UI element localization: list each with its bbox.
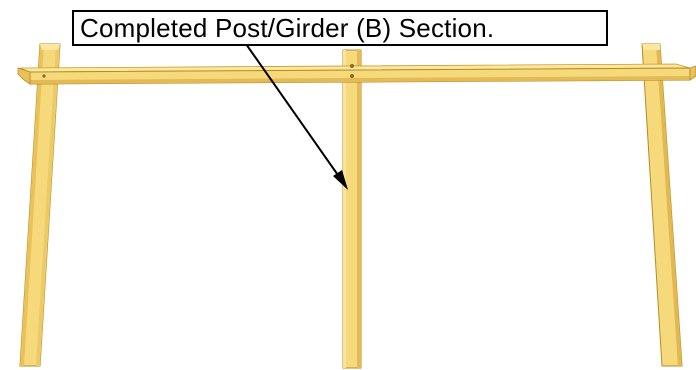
left-joint-bolts xyxy=(42,74,46,78)
center-joint-bolts xyxy=(350,64,354,78)
center-post xyxy=(342,49,362,369)
callout-box: Completed Post/Girder (B) Section. xyxy=(72,10,608,46)
callout-label: Completed Post/Girder (B) Section. xyxy=(80,12,495,43)
left-post xyxy=(19,43,61,367)
callout-arrow xyxy=(245,43,348,190)
girder-beam xyxy=(17,63,696,85)
right-post xyxy=(641,43,683,367)
